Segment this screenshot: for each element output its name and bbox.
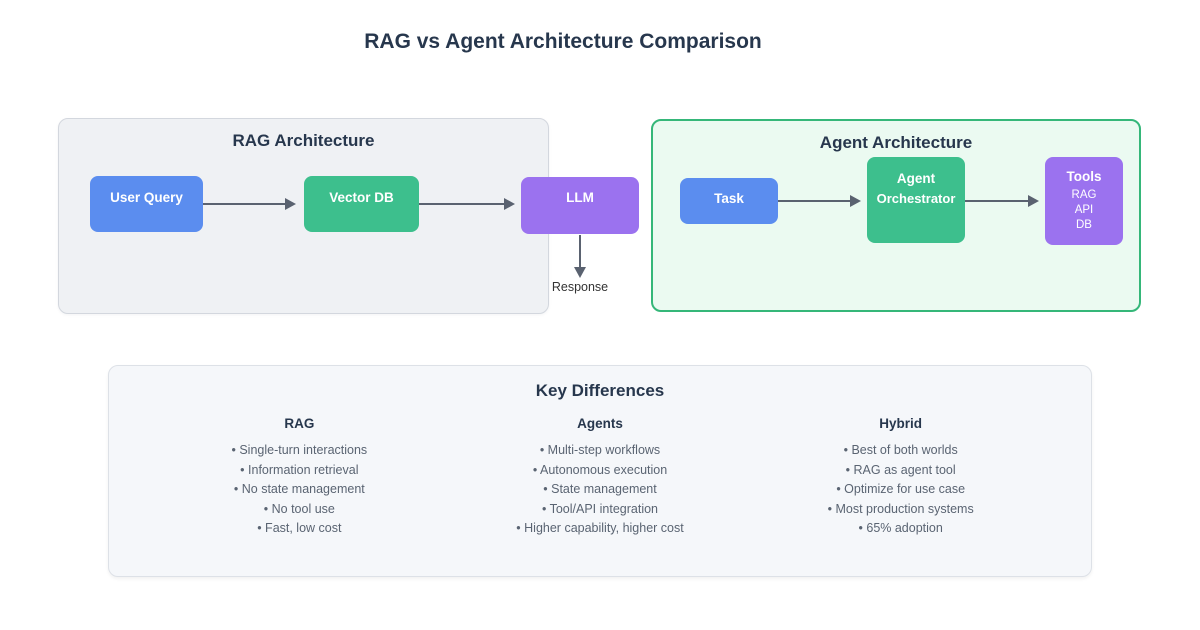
kd-column-hybrid-list: • Best of both worlds • RAG as agent tool… xyxy=(750,441,1051,539)
arrow-line xyxy=(965,200,1028,202)
kd-item: • No state management xyxy=(233,482,365,496)
tools-lines: RAG API DB xyxy=(1072,188,1097,233)
agent-orchestrator-title: Agent xyxy=(896,171,936,186)
kd-item: • Multi-step workflows xyxy=(539,443,661,457)
arrow-llm-to-response xyxy=(574,235,586,278)
node-user-query: User Query xyxy=(90,176,203,232)
arrow-vector-db-to-llm xyxy=(419,198,515,210)
kd-item: • Most production systems xyxy=(827,501,974,516)
kd-column-hybrid: Hybrid • Best of both worlds • RAG as age… xyxy=(750,416,1051,539)
arrow-task-to-agent xyxy=(778,195,861,207)
kd-item: • Optimize for use case xyxy=(836,482,966,496)
kd-item: • Best of both worlds xyxy=(843,443,958,457)
kd-item: • Information retrieval xyxy=(240,462,359,477)
kd-column-rag: RAG • Single-turn interactions • Informat… xyxy=(149,416,450,539)
arrow-line xyxy=(778,200,850,202)
kd-item: • Higher capability, higher cost xyxy=(516,521,684,535)
kd-item: • 65% adoption xyxy=(858,521,943,535)
key-differences-columns: RAG • Single-turn interactions • Informat… xyxy=(149,416,1051,539)
agent-orchestrator-subtitle: Orchestrator xyxy=(876,191,956,206)
node-vector-db-label: Vector DB xyxy=(329,190,394,205)
arrowhead-right-icon xyxy=(850,195,861,207)
arrow-line xyxy=(579,235,581,267)
page-title: RAG vs Agent Architecture Comparison xyxy=(364,30,762,53)
tool-line: DB xyxy=(1076,219,1092,231)
kd-item: • RAG as agent tool xyxy=(845,462,956,477)
kd-column-rag-heading: RAG xyxy=(284,416,315,431)
response-label: Response xyxy=(551,280,609,294)
kd-column-agents: Agents • Multi-step workflows • Autonomou… xyxy=(450,416,751,539)
arrowhead-right-icon xyxy=(285,198,296,210)
kd-column-agents-heading: Agents xyxy=(577,416,623,431)
node-task-label: Task xyxy=(714,191,744,206)
node-llm: LLM xyxy=(521,177,639,234)
kd-item: • Fast, low cost xyxy=(257,521,342,535)
kd-column-hybrid-heading: Hybrid xyxy=(879,416,923,431)
kd-item: • State management xyxy=(543,482,657,496)
arrow-line xyxy=(203,203,285,205)
node-agent-orchestrator: Agent Orchestrator xyxy=(867,157,965,243)
arrowhead-right-icon xyxy=(1028,195,1039,207)
arrow-line xyxy=(419,203,504,205)
tools-title: Tools xyxy=(1066,169,1102,184)
tool-line: RAG xyxy=(1071,189,1097,201)
arrow-agent-to-tools xyxy=(965,195,1039,207)
node-user-query-label: User Query xyxy=(110,190,183,205)
node-tools: Tools RAG API DB xyxy=(1045,157,1123,245)
node-vector-db: Vector DB xyxy=(304,176,419,232)
kd-item: • Tool/API integration xyxy=(541,501,659,516)
kd-item: • Single-turn interactions xyxy=(231,443,368,457)
kd-item: • No tool use xyxy=(263,501,335,516)
key-differences-panel: Key Differences RAG • Single-turn intera… xyxy=(108,365,1092,577)
node-task: Task xyxy=(680,178,778,224)
arrowhead-right-icon xyxy=(504,198,515,210)
kd-column-agents-list: • Multi-step workflows • Autonomous execu… xyxy=(450,441,751,539)
node-llm-label: LLM xyxy=(566,190,594,205)
arrow-user-query-to-vector-db xyxy=(203,198,296,210)
key-differences-title: Key Differences xyxy=(535,381,665,400)
agent-panel-title: Agent Architecture xyxy=(819,133,973,152)
tool-line: API xyxy=(1074,204,1094,216)
rag-panel-title: RAG Architecture xyxy=(232,131,375,150)
arrowhead-down-icon xyxy=(574,267,586,278)
kd-item: • Autonomous execution xyxy=(532,462,668,477)
kd-column-rag-list: • Single-turn interactions • Information … xyxy=(149,441,450,539)
